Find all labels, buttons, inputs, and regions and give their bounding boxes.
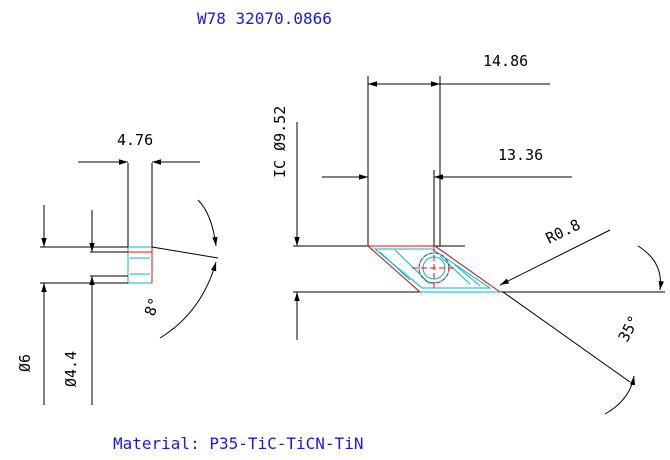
dim-ic: IC Ø9.52 bbox=[271, 106, 289, 178]
dim-hole-outer: Ø6 bbox=[16, 354, 34, 372]
dim-thickness: 4.76 bbox=[117, 131, 153, 149]
dim-length-top: 14.86 bbox=[483, 52, 528, 70]
dim-corner-radius: R0.8 bbox=[543, 216, 583, 248]
dim-corner-angle: 35° bbox=[615, 313, 644, 345]
dim-length-inner: 13.36 bbox=[498, 146, 543, 164]
top-view: 14.86 13.36 IC Ø9.52 R0.8 35° bbox=[271, 52, 665, 415]
dim-angle-side: 8° bbox=[141, 295, 164, 318]
part-code: W78 32070.0866 bbox=[197, 9, 332, 28]
material-label: Material: P35-TiC-TiCN-TiN bbox=[113, 434, 363, 453]
dim-hole-inner: Ø4.4 bbox=[62, 351, 80, 387]
side-view: 4.76 Ø6 Ø4.4 8° bbox=[16, 131, 219, 405]
